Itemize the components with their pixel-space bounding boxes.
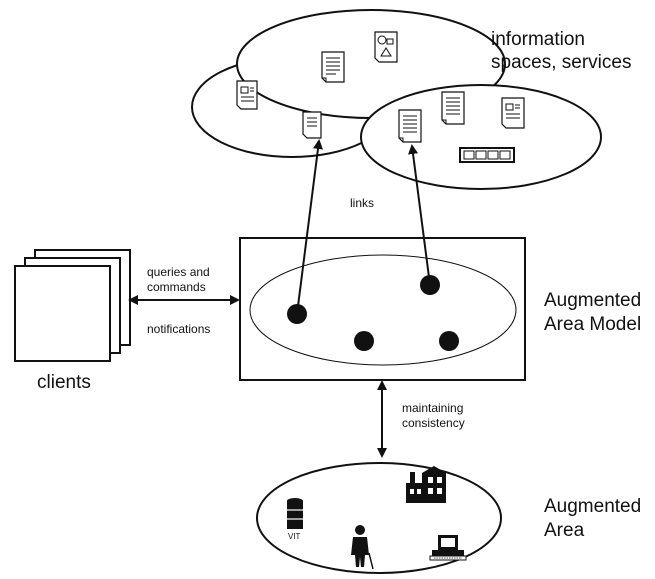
shapes-document-icon bbox=[374, 31, 398, 63]
clients-label: clients bbox=[37, 372, 91, 393]
maintaining-label-line1: maintaining bbox=[402, 401, 464, 415]
client-pages-icon bbox=[14, 249, 131, 362]
info-spaces-label-line1: information bbox=[491, 29, 585, 50]
document-icon bbox=[321, 51, 345, 83]
computer-icon bbox=[429, 535, 467, 561]
model-label-line1: Augmented bbox=[544, 290, 642, 311]
info-spaces-label-line2: spaces, services bbox=[491, 52, 632, 73]
model-inner-ellipse bbox=[249, 254, 517, 366]
maintaining-label-line2: consistency bbox=[402, 416, 465, 430]
links-label: links bbox=[350, 196, 375, 210]
model-node bbox=[287, 304, 307, 324]
area-label-line2: Area bbox=[544, 520, 585, 541]
document-icon bbox=[302, 111, 322, 139]
area-label-line1: Augmented bbox=[544, 496, 642, 517]
server-icon bbox=[287, 498, 303, 529]
model-node bbox=[354, 331, 374, 351]
vit-label: VIT bbox=[288, 532, 301, 541]
link-arrow-left bbox=[296, 139, 323, 315]
document-icon bbox=[441, 91, 465, 125]
notifications-label: notifications bbox=[147, 322, 211, 336]
link-arrow-right bbox=[408, 144, 431, 286]
info-space-right bbox=[360, 84, 602, 190]
document-icon bbox=[398, 109, 422, 143]
table-strip-icon bbox=[459, 147, 515, 163]
form-icon bbox=[236, 80, 258, 110]
form-icon bbox=[501, 97, 525, 129]
model-label-line2: Area Model bbox=[544, 314, 642, 335]
queries-label-line2: commands bbox=[147, 280, 206, 294]
model-node bbox=[420, 275, 440, 295]
person-icon bbox=[351, 525, 374, 570]
model-node bbox=[439, 331, 459, 351]
building-icon bbox=[406, 466, 446, 503]
queries-label-line1: queries and bbox=[147, 265, 210, 279]
augmented-area-model-box bbox=[239, 237, 526, 381]
